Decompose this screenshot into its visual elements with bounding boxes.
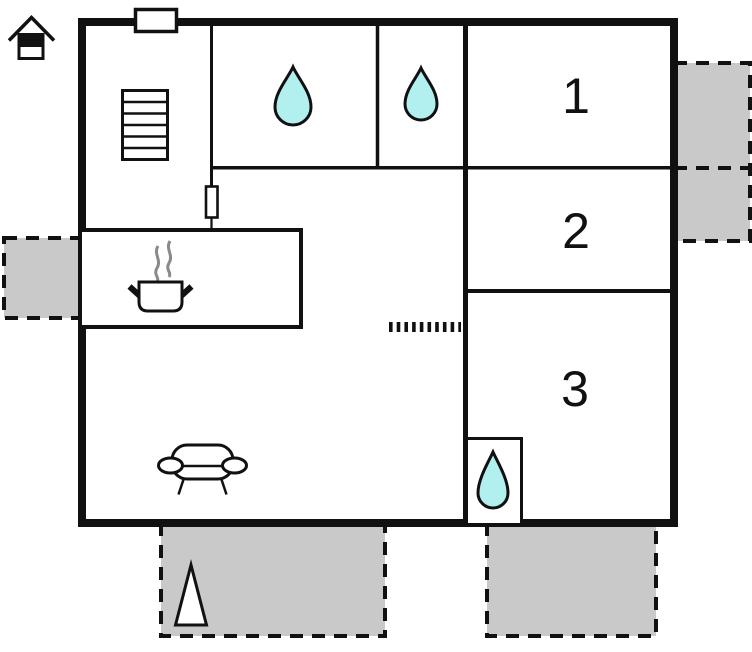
staircase-icon bbox=[121, 89, 169, 161]
steam-icon bbox=[166, 240, 173, 278]
terrace-bottom-right bbox=[485, 522, 658, 638]
room-3-label: 3 bbox=[561, 361, 589, 417]
door-marker bbox=[204, 185, 219, 232]
window-marker bbox=[133, 7, 179, 34]
water-drop-icon-3 bbox=[476, 448, 510, 510]
room-1-label: 1 bbox=[562, 68, 590, 124]
tree-icon bbox=[173, 559, 209, 627]
terrace-right bbox=[672, 61, 752, 243]
steam-icon bbox=[154, 245, 161, 283]
terrace-left bbox=[2, 236, 83, 320]
room-2-label: 2 bbox=[562, 203, 590, 259]
stove-pot-icon bbox=[127, 240, 194, 313]
sofa-icon bbox=[157, 443, 248, 495]
house-icon bbox=[7, 14, 56, 60]
water-drop-icon-1 bbox=[273, 63, 313, 127]
terrace-bottom-left bbox=[159, 522, 387, 638]
kitchen-counter bbox=[78, 228, 303, 329]
water-drop-icon-2 bbox=[403, 64, 439, 122]
